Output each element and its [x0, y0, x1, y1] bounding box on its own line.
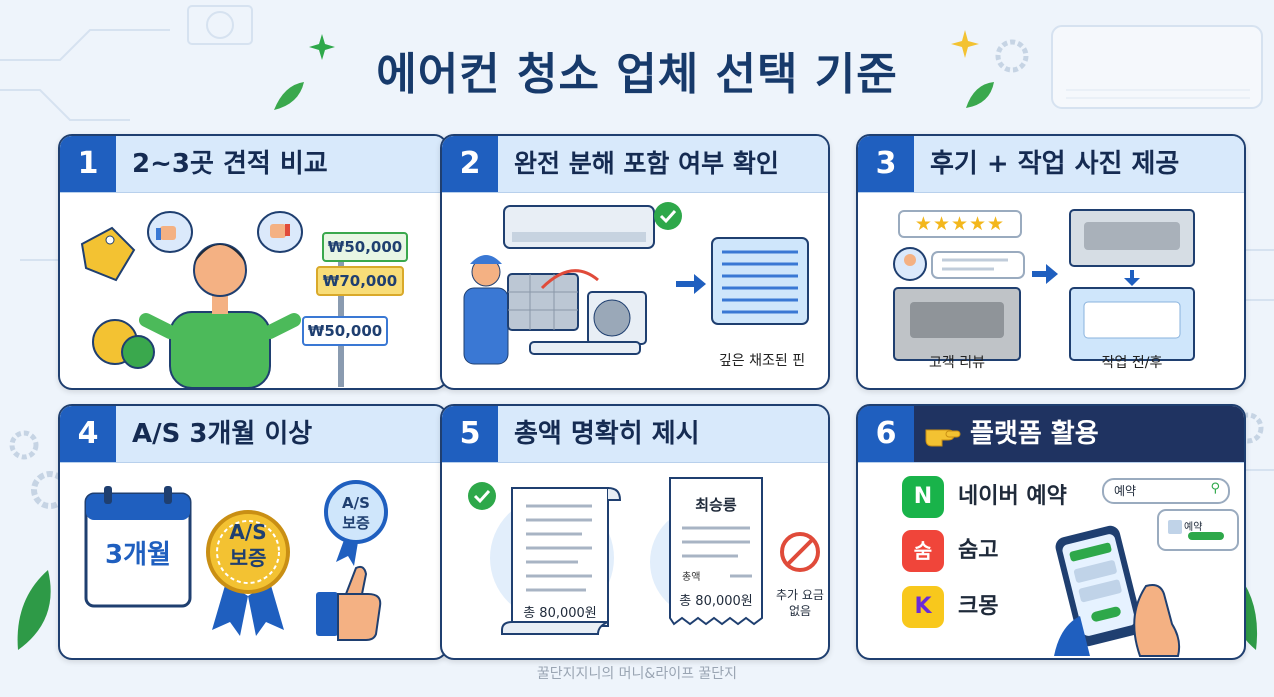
receipt-total-2: 총 80,000원: [679, 594, 753, 609]
price-sign-1: ₩50,000: [322, 232, 408, 262]
no-extra-fee-icon: [780, 532, 820, 572]
card-number: 1: [60, 136, 116, 192]
card-number: 4: [60, 406, 116, 462]
receipt-total-label: 총액: [682, 572, 701, 583]
price-sign-3: ₩50,000: [302, 316, 388, 346]
reviews-illustration: [893, 209, 1195, 361]
before-after-caption: 작업 전/후: [1101, 355, 1163, 371]
technician-illustration: [463, 255, 509, 365]
card-header: 2 완전 분해 포함 여부 확인: [442, 136, 828, 193]
receipt-scroll-icon: [501, 487, 622, 635]
money-bag-icon: [92, 319, 155, 369]
footer-credit: 꿀단지지니의 머니&라이프 꿀단지: [536, 666, 738, 682]
card-number: 6: [858, 406, 914, 462]
card-heading: 완전 분해 포함 여부 확인: [514, 149, 779, 178]
search-icon[interactable]: ⚲: [1210, 481, 1220, 496]
card-header: 1 2~3곳 견적 비교: [60, 136, 446, 193]
card-number: 2: [442, 136, 498, 192]
card-heading: 총액 명확히 제시: [514, 419, 700, 449]
person-illustration: [139, 243, 301, 388]
small-badge-icon: [324, 480, 388, 566]
card-quote-comparison: 1 2~3곳 견적 비교 ₩50,000 ₩70,000 ₩50,000: [58, 134, 448, 390]
price-tag-icon: [80, 226, 136, 282]
soomgo-icon: 숨: [902, 530, 944, 572]
no-extra-fee-text-1: 추가 요금: [776, 588, 824, 602]
card-header: 5 총액 명확히 제시: [442, 406, 828, 463]
user-avatar-icon: [893, 247, 927, 281]
after-photo-clean-icon: [1069, 287, 1195, 361]
rating-stars: ★★★★★: [898, 210, 1022, 238]
filter-panel-icon: [507, 273, 579, 331]
search-bar[interactable]: 예약 ⚲: [1102, 478, 1230, 504]
kmong-icon: K: [902, 586, 944, 628]
small-badge-text-warranty: 보증: [342, 514, 370, 532]
after-photo-top-icon: [1069, 209, 1195, 267]
receipt-title: 최승릉: [695, 496, 737, 514]
small-badge-text-as: A/S: [342, 494, 370, 512]
card-number: 5: [442, 406, 498, 462]
thumbs-up-icon: [316, 565, 382, 641]
card-warranty: 4 A/S 3개월 이상 3개월 A/S 보증 A/S 보증: [58, 404, 448, 660]
receipt-icon: [669, 477, 763, 626]
receipt-total-1: 총 80,000원: [523, 606, 597, 621]
pointing-hand-icon: [925, 429, 961, 447]
phone-illustration: [1054, 509, 1239, 657]
card-number: 3: [858, 136, 914, 192]
card-platforms: 6 플랫폼 활용 N 네이버 예약 숨 숨고 K 크몽 예약 ⚲ 예약: [856, 404, 1246, 660]
warranty-illustration: [84, 480, 388, 641]
card-header: 3 후기 + 작업 사진 제공: [858, 136, 1244, 193]
card-header: 4 A/S 3개월 이상: [60, 406, 446, 463]
price-comparison-illustration: [80, 211, 344, 388]
check-circle-icon: [654, 202, 682, 230]
price-sign-2: ₩70,000: [316, 266, 404, 296]
fan-unit-icon: [587, 291, 647, 345]
card-heading: 플랫폼 활용: [970, 419, 1099, 449]
badge-text-warranty: 보증: [229, 546, 267, 570]
fins-caption: 깊은 채조된 핀: [718, 353, 806, 369]
warranty-badge-icon: [206, 510, 290, 636]
check-circle-icon: [468, 482, 496, 510]
thumbs-up-bubble-icon: [147, 211, 193, 253]
calendar-text: 3개월: [105, 540, 171, 570]
review-caption: 고객 리뷰: [929, 355, 985, 371]
platform-label: 네이버 예약: [958, 484, 1067, 509]
card-header: 6 플랫폼 활용: [858, 406, 1244, 463]
air-conditioner-unit-icon: [503, 205, 655, 249]
card-heading: 후기 + 작업 사진 제공: [930, 149, 1180, 179]
disassembly-illustration: [463, 202, 809, 365]
platform-label: 크몽: [958, 594, 999, 619]
card-reviews-photos: 3 후기 + 작업 사진 제공 ★★★★★ 고객 리뷰 작업 전/후: [856, 134, 1246, 390]
card-clear-total: 5 총액 명확히 제시 총 80,000원 최승릉 총액 총 80,000원 추…: [440, 404, 830, 660]
receipt-illustration: [468, 477, 820, 635]
chip-text: 예약: [1184, 522, 1203, 533]
card-heading: 2~3곳 견적 비교: [132, 149, 328, 179]
before-photo-icon: [893, 287, 1021, 361]
card-disassembly-check: 2 완전 분해 포함 여부 확인 깊은 채조된 핀: [440, 134, 830, 390]
calendar-icon: [84, 486, 192, 608]
badge-text-as: A/S: [229, 520, 267, 544]
naver-icon: N: [902, 476, 944, 518]
card-heading: A/S 3개월 이상: [132, 419, 313, 449]
search-text: 예약: [1114, 484, 1137, 498]
no-extra-fee-text-2: 없음: [788, 604, 812, 618]
clean-fins-icon: [711, 237, 809, 325]
thumbs-down-bubble-icon: [257, 211, 303, 253]
page-title: 에어컨 청소 업체 선택 기준: [376, 49, 898, 100]
platform-label: 숨고: [958, 538, 999, 563]
